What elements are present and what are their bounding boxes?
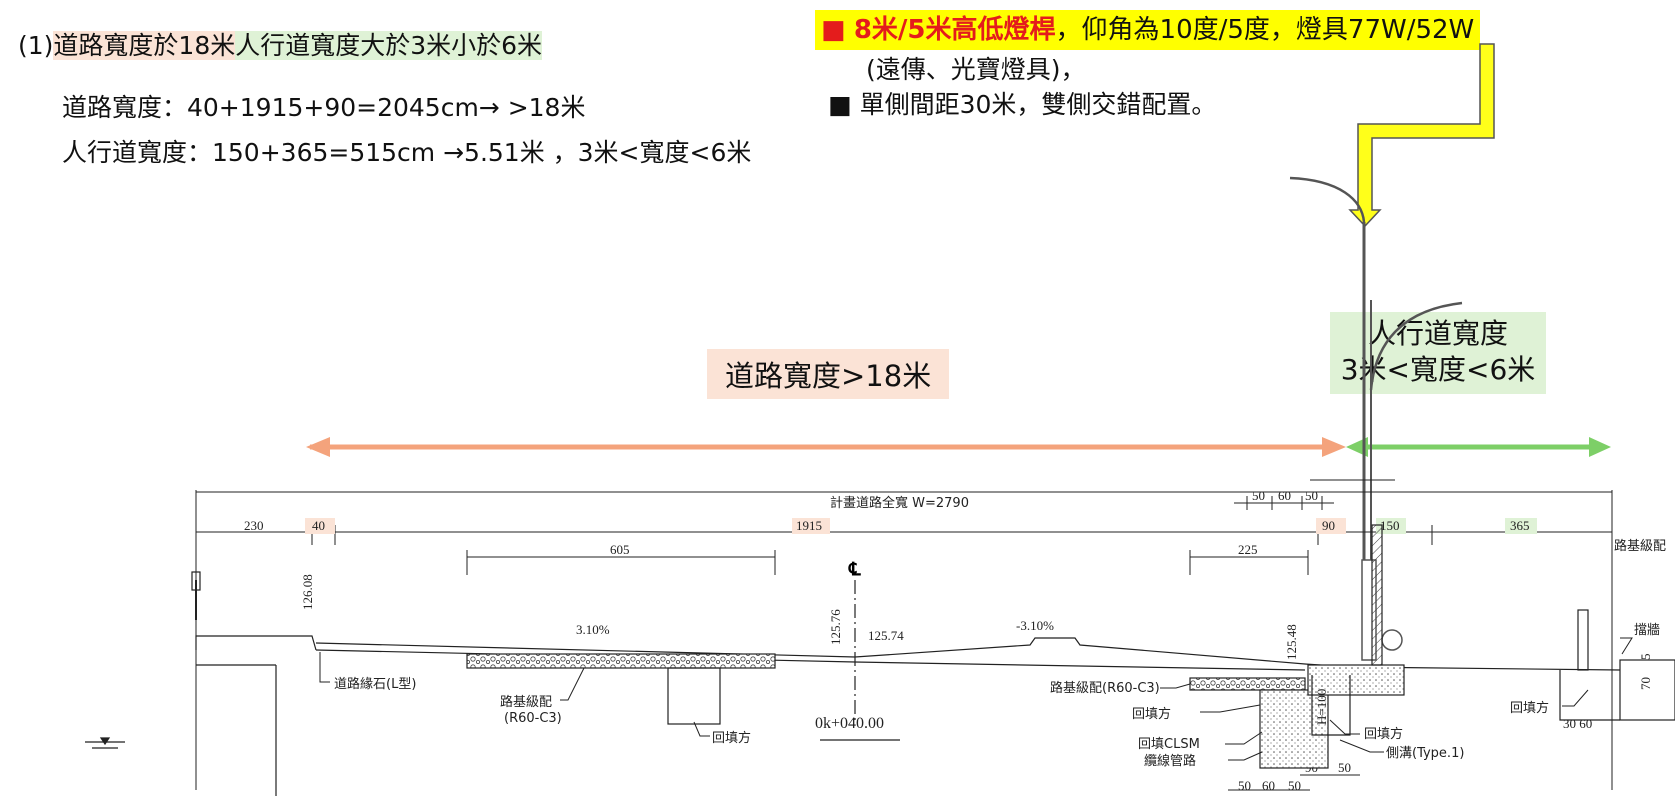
callout-ditch: 側溝(Type.1) <box>1386 746 1464 761</box>
slope-left: 3.10% <box>576 622 610 637</box>
note-highlight: 8米/5米高低燈桿 <box>853 15 1056 45</box>
heading-road-width: 道路寬度於18米 <box>53 31 236 60</box>
elev-125-48: 125.48 <box>1284 624 1299 660</box>
callout-curb: 道路緣石(L型) <box>334 676 416 692</box>
dim-30-60: 30 60 <box>1563 716 1592 731</box>
note-line2: (遠傳、光寶燈具)， <box>866 55 1086 84</box>
callout-backfill-center: 回填方 <box>712 730 751 746</box>
callout-cable: 纜線管路 <box>1144 753 1196 769</box>
vert-5-label: 5 <box>1638 654 1653 661</box>
note-line1: ■ 8米/5米高低燈桿，仰角為10度/5度，燈具77W/52W <box>815 10 1481 50</box>
station-label: 0k+040.00 <box>815 715 884 732</box>
dim-60: 60 <box>1278 488 1291 503</box>
callout-retaining-wall: 擋牆 <box>1634 623 1660 638</box>
centerline-symbol: ℄ <box>848 559 861 580</box>
calc-walk: 人行道寬度：150+365=515cm →5.51米 ，3米<寬度<6米 <box>62 138 752 167</box>
callout-backfill-right-1: 回填方 <box>1132 706 1171 722</box>
dim-50c: 50 <box>1338 760 1351 775</box>
dim-total: 計畫道路全寬 W=2790 <box>830 495 969 511</box>
elev-125-74: 125.74 <box>868 628 904 643</box>
heading-walk-width: 人行道寬度大於3米小於6米 <box>235 31 543 60</box>
dim-90: 90 <box>1322 518 1335 533</box>
ground-profile <box>85 524 1675 796</box>
dim-365: 365 <box>1510 518 1530 533</box>
callout-backfill-right-2: 回填方 <box>1364 726 1403 742</box>
walk-width-arrow <box>1346 437 1611 457</box>
dim-bot-60: 60 <box>1262 778 1275 793</box>
note-bullet-2: ■ <box>828 90 852 119</box>
vert-70-label: 70 <box>1638 677 1653 690</box>
slope-right: -3.10% <box>1016 618 1054 633</box>
heading-prefix: (1) <box>18 31 54 60</box>
dim-50a: 50 <box>1252 488 1265 503</box>
note-line3: ■ 單側間距30米，雙側交錯配置。 <box>828 85 1216 121</box>
road-width-arrow <box>306 437 1346 457</box>
dim-605: 605 <box>610 542 630 557</box>
dim-1915: 1915 <box>796 518 822 533</box>
dim-50b: 50 <box>1305 488 1318 503</box>
lamp-pointer-arrow <box>1348 43 1495 228</box>
callout-subgrade-edge: 路基級配 <box>1614 538 1666 554</box>
dim-bot-50b: 50 <box>1288 778 1301 793</box>
elev-125-76: 125.76 <box>828 609 843 645</box>
note-line3-text: 單側間距30米，雙側交錯配置。 <box>859 90 1217 119</box>
callout-clsm: 回填CLSM <box>1138 737 1200 752</box>
note-bullet-1: ■ <box>821 15 846 45</box>
calc-road: 道路寬度：40+1915+90=2045cm→ >18米 <box>62 93 586 122</box>
callout-base-left-2: (R60-C3) <box>504 711 562 726</box>
elev-126: 126.08 <box>300 574 315 610</box>
callout-base-right: 路基級配(R60-C3) <box>1050 680 1160 696</box>
h100-label: H=100 <box>1314 689 1329 725</box>
callout-backfill-far: 回填方 <box>1510 700 1549 716</box>
walk-width-label-line1: 人行道寬度 <box>1367 317 1508 350</box>
callout-base-left-1: 路基級配 <box>500 694 552 710</box>
road-width-label: 道路寬度>18米 <box>707 349 950 399</box>
note-rest1: ，仰角為10度/5度，燈具77W/52W <box>1055 15 1475 45</box>
dim-230: 230 <box>244 518 264 533</box>
dim-150: 150 <box>1380 518 1400 533</box>
dim-bot-50: 50 <box>1238 778 1251 793</box>
dim-40: 40 <box>312 518 325 533</box>
heading: (1)道路寬度於18米人行道寬度大於3米小於6米 <box>18 26 543 62</box>
dim-225: 225 <box>1238 542 1258 557</box>
